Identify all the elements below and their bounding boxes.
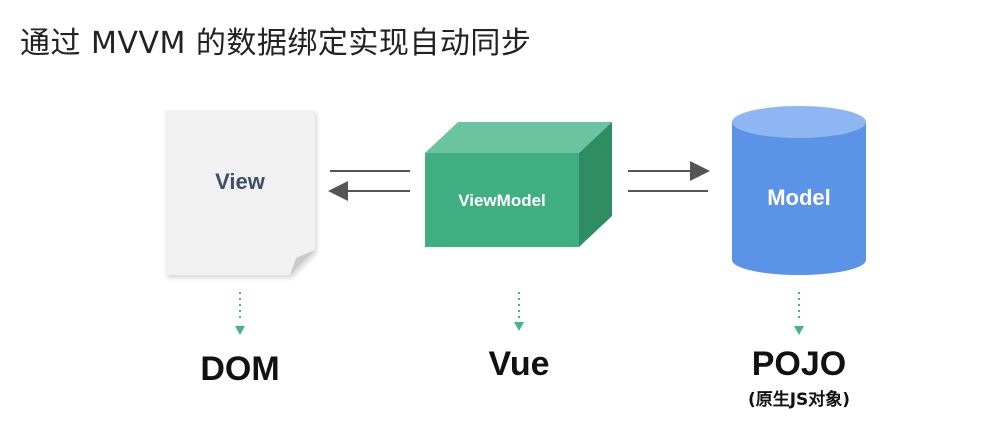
- dotted-arrow-viewmodel: [514, 292, 524, 331]
- model-cylinder-body: [732, 122, 866, 275]
- caption-vue: Vue: [488, 345, 550, 383]
- model-node: Model: [732, 106, 866, 275]
- caption-pojo: POJO: [751, 345, 847, 383]
- viewmodel-model-arrows: [628, 161, 710, 192]
- viewmodel-side-face: [579, 122, 612, 247]
- view-label: View: [215, 169, 266, 194]
- view-document-shape: [165, 110, 315, 275]
- dotted-arrow-view: [235, 292, 245, 335]
- viewmodel-front-face: [425, 153, 579, 247]
- dotted-arrow-model: [794, 292, 804, 335]
- page-title: 通过 MVVM 的数据绑定实现自动同步: [20, 26, 532, 61]
- caption-dom: DOM: [200, 350, 280, 388]
- viewmodel-top-face: [425, 122, 612, 153]
- view-page-curl: [290, 250, 315, 275]
- view-node: View: [165, 110, 315, 275]
- model-cylinder-top: [732, 106, 866, 138]
- viewmodel-node: ViewModel: [425, 122, 612, 247]
- viewmodel-label: ViewModel: [458, 191, 546, 210]
- model-label: Model: [767, 185, 831, 210]
- view-viewmodel-arrows: [328, 170, 410, 201]
- caption-pojo-subtitle: (原生JS对象): [747, 390, 851, 410]
